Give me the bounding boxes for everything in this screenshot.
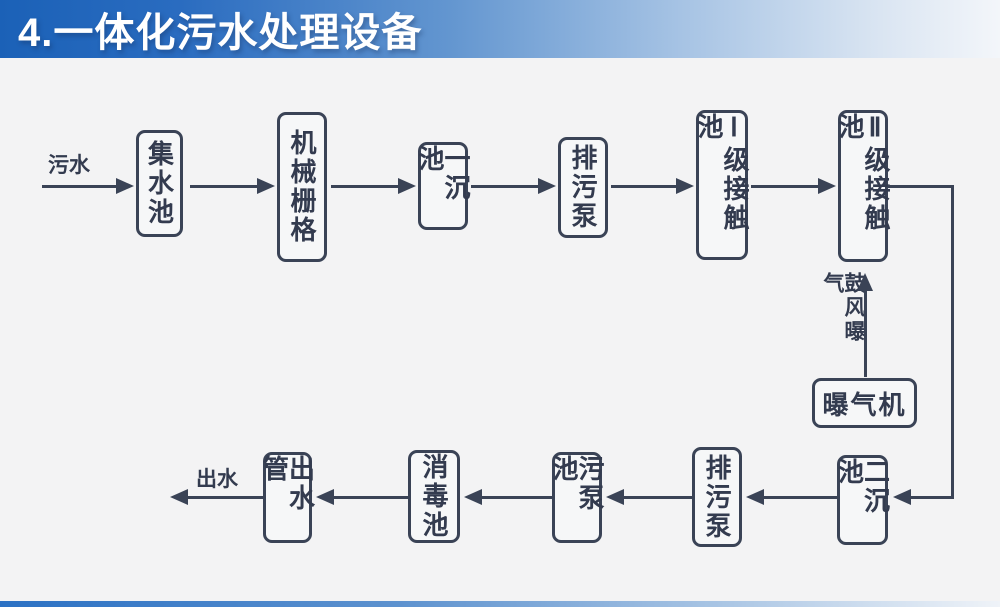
connector-line-vertical bbox=[951, 185, 954, 499]
footer-accent-strip bbox=[0, 601, 1000, 607]
node-stage1-contact-tank: Ⅰ级接触池 bbox=[694, 110, 750, 260]
node-mechanical-grid: 机械栅格 bbox=[277, 112, 327, 262]
connector-line-horizontal bbox=[888, 185, 954, 188]
inflow-label: 污水 bbox=[48, 154, 90, 177]
node-collecting-tank: 集水池 bbox=[136, 130, 183, 237]
node-aerator: 曝气机 bbox=[812, 378, 917, 428]
node-sewage-pump-top: 排污泵 bbox=[558, 137, 608, 238]
node-sewage-pump-tank: 污泵池 bbox=[549, 452, 605, 543]
flow-arrow-4 bbox=[611, 178, 694, 194]
node-stage2-contact-tank: Ⅱ级接触池 bbox=[835, 110, 891, 262]
node-disinfection-tank: 消毒池 bbox=[408, 450, 460, 543]
flow-arrow-outflow bbox=[170, 489, 263, 505]
flow-arrow-1 bbox=[190, 178, 275, 194]
slide-title-bar: 4.一体化污水处理设备 bbox=[0, 0, 1000, 58]
node-sewage-pump-bottom: 排污泵 bbox=[692, 447, 742, 547]
node-secondary-settling-tank: 二沉池 bbox=[835, 455, 891, 545]
flow-arrow-9 bbox=[316, 489, 408, 505]
connector-arrow bbox=[893, 489, 954, 505]
node-outlet-pipe: 出水管 bbox=[260, 452, 316, 543]
flow-arrow-inflow bbox=[42, 178, 134, 194]
aeration-arrow bbox=[857, 273, 873, 377]
flow-arrow-8 bbox=[464, 489, 552, 505]
flow-arrow-5 bbox=[751, 178, 836, 194]
flow-arrow-2 bbox=[331, 178, 416, 194]
node-primary-settling-tank: 一沉池 bbox=[415, 142, 471, 230]
flow-arrow-6 bbox=[746, 489, 837, 505]
flow-arrow-3 bbox=[471, 178, 556, 194]
flow-arrow-7 bbox=[606, 489, 692, 505]
page-title: 4.一体化污水处理设备 bbox=[18, 11, 423, 55]
outflow-label: 出水 bbox=[196, 468, 238, 491]
